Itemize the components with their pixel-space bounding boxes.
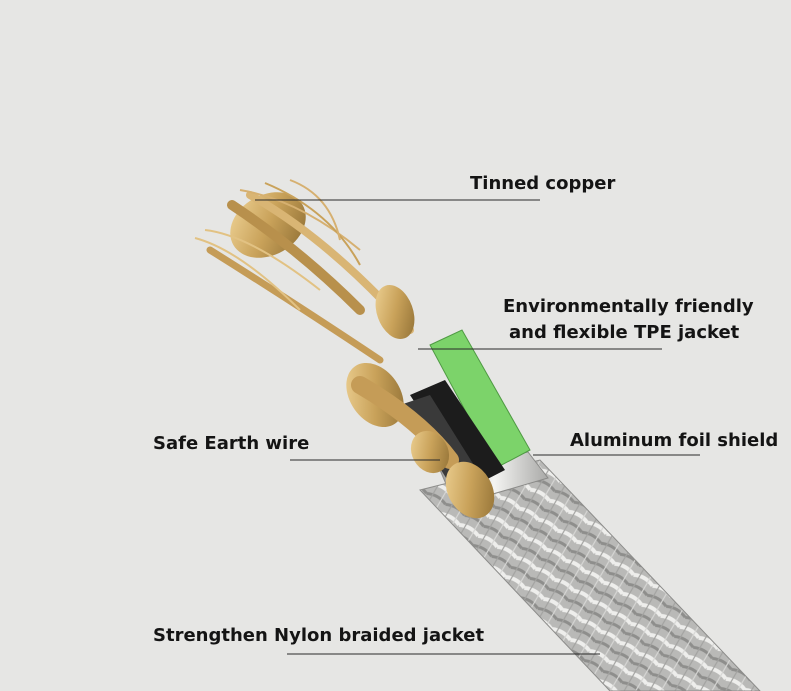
label-safe-earth-wire: Safe Earth wire — [153, 433, 310, 454]
label-nylon-braided-jacket: Strengthen Nylon braided jacket — [153, 625, 485, 646]
label-tinned-copper: Tinned copper — [470, 173, 616, 194]
label-tpe-jacket-line2: and flexible TPE jacket — [509, 322, 740, 343]
leader-lines — [255, 199, 700, 655]
label-aluminum-foil-shield: Aluminum foil shield — [570, 430, 779, 451]
label-tpe-jacket-line1: Environmentally friendly — [503, 296, 754, 317]
tinned-copper-strands — [194, 179, 495, 519]
